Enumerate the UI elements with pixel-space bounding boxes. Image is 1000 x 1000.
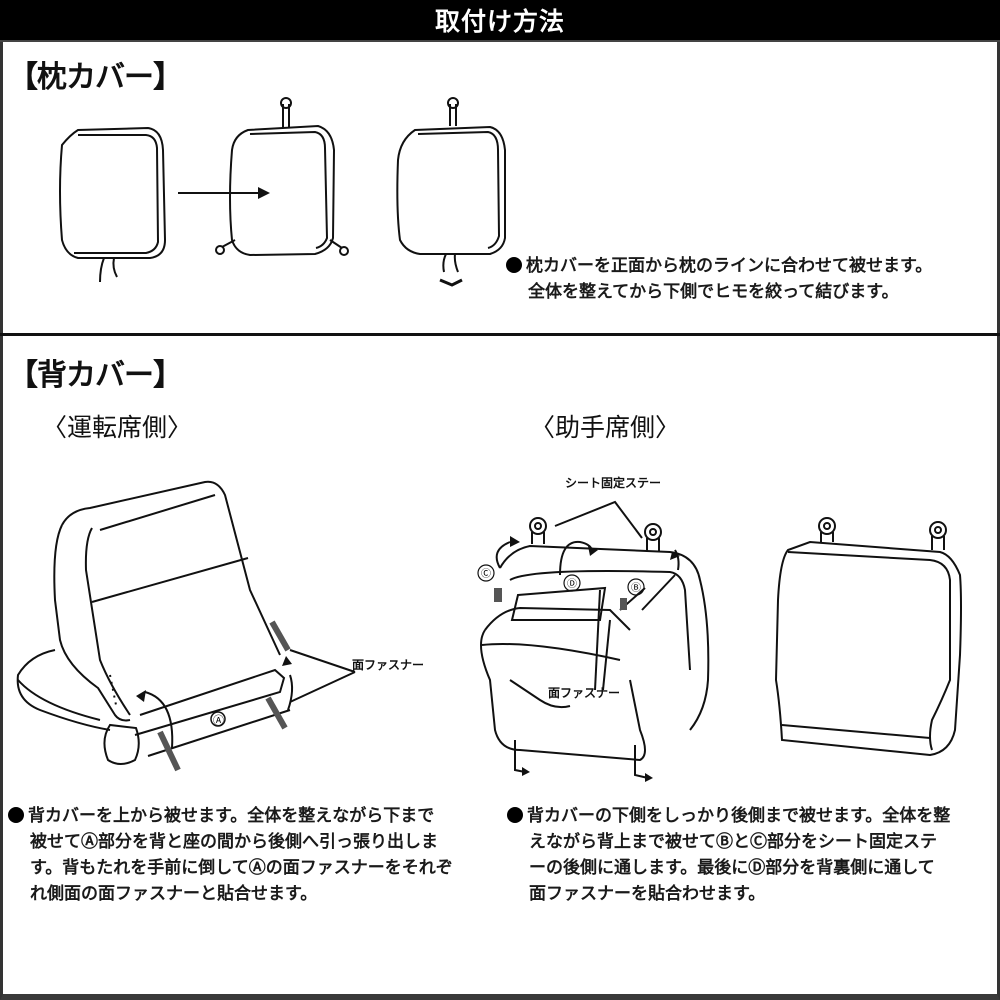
part-label-d: Ⓓ — [567, 578, 577, 590]
seat-stay-label: シート固定ステー — [565, 476, 662, 490]
bullet-icon — [507, 807, 523, 823]
part-label-a: Ⓐ — [213, 714, 224, 727]
part-label-b: Ⓑ — [631, 582, 641, 594]
passenger-side-instructions: 背カバーの下側をしっかり後側まで被せます。全体を整 えながら背上まで被せてⒷとⒸ… — [507, 803, 950, 907]
pillow-cover-instructions: 枕カバーを正面から枕のラインに合わせて被せます。 全体を整えてから下側でヒモを絞… — [506, 253, 932, 305]
driver-seat-diagram: Ⓐ — [0, 470, 360, 780]
page-title: 取付け方法 — [0, 0, 1000, 42]
driver-side-instructions: 背カバーを上から被せます。全体を整えながら下まで 被せてⒶ部分を背と座の間から後… — [8, 803, 453, 907]
passenger-side-subheading: 〈助手席側〉 — [530, 413, 681, 442]
bullet-icon — [506, 257, 522, 273]
part-label-c: Ⓒ — [481, 568, 491, 580]
bullet-icon — [8, 807, 24, 823]
back-cover-heading: 【背カバー】 — [8, 358, 183, 393]
section-divider — [0, 333, 1000, 336]
driver-side-subheading: 〈運転席側〉 — [42, 413, 193, 442]
driver-fastener-label: 面ファスナー — [352, 658, 425, 672]
passenger-seat-diagram: Ⓒ Ⓓ Ⓑ — [470, 480, 1000, 782]
passenger-fastener-label: 面ファスナー — [548, 686, 621, 700]
pillow-cover-diagram — [0, 90, 520, 320]
pillow-cover-heading: 【枕カバー】 — [8, 60, 183, 95]
